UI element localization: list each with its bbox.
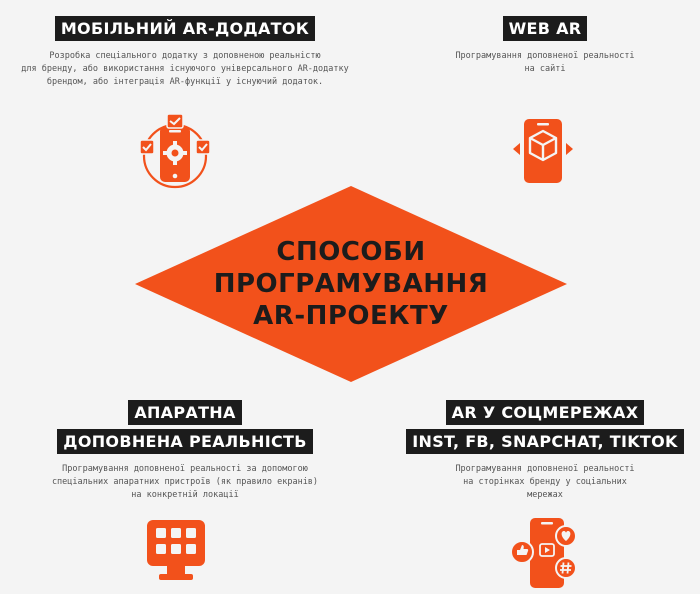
social-ar-title-line-2: INST, FB, SNAPCHAT, TIKTOK (406, 429, 684, 454)
hardware-ar-title-line-2: ДОПОВНЕНА РЕАЛЬНІСТЬ (57, 429, 313, 454)
kiosk-screen-icon (147, 520, 205, 580)
hardware-ar-title-line-1: АПАРАТНА (128, 400, 242, 425)
center-title-line-3: AR-ПРОЕКТУ (253, 301, 449, 331)
social-phone-icon (510, 518, 577, 588)
mobile-ar-title: МОБІЛЬНИЙ AR-ДОДАТОК (54, 16, 316, 41)
center-title: СПОСОБИ ПРОГРАМУВАННЯ AR-ПРОЕКТУ (135, 186, 567, 382)
center-title-line-1: СПОСОБИ (276, 237, 426, 267)
web-ar-title: WEB AR (502, 16, 588, 41)
web-ar-section: WEB AR Програмування доповненої реальнос… (400, 16, 690, 76)
social-ar-title-line-1: AR У СОЦМЕРЕЖАХ (445, 400, 645, 425)
social-ar-description: Програмування доповненої реальності на с… (455, 464, 635, 500)
web-ar-description: Програмування доповненої реальності на с… (455, 51, 635, 74)
phone-cube-icon (513, 119, 573, 183)
center-title-line-2: ПРОГРАМУВАННЯ (213, 269, 489, 299)
center-diamond: СПОСОБИ ПРОГРАМУВАННЯ AR-ПРОЕКТУ (135, 186, 567, 382)
phone-gear-icon (139, 113, 211, 189)
social-ar-section: AR У СОЦМЕРЕЖАХ INST, FB, SNAPCHAT, TIKT… (395, 400, 695, 502)
hardware-ar-section: АПАРАТНА ДОПОВНЕНА РЕАЛЬНІСТЬ Програмува… (20, 400, 350, 502)
mobile-ar-section: МОБІЛЬНИЙ AR-ДОДАТОК Розробка спеціально… (20, 16, 350, 89)
hardware-ar-description: Програмування доповненої реальності за д… (51, 464, 319, 500)
mobile-ar-description: Розробка спеціального додатку з доповнен… (21, 51, 349, 87)
